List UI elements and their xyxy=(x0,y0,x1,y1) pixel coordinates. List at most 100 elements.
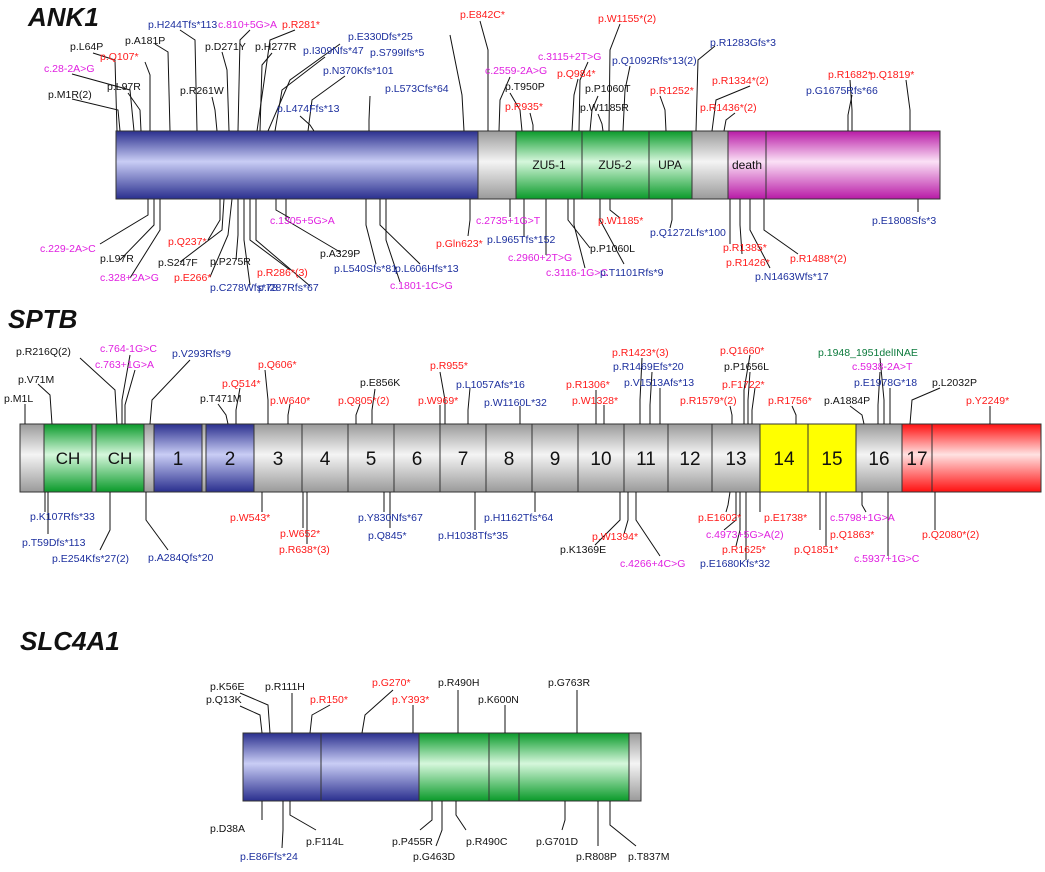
domain-label: 9 xyxy=(550,449,561,470)
mutation-leader xyxy=(121,354,131,424)
mutation-leader xyxy=(479,20,489,131)
mutation-leader xyxy=(124,369,136,424)
mutation-leader xyxy=(847,94,853,131)
mutation-leader xyxy=(274,56,326,132)
mutation-leader xyxy=(739,199,743,255)
mutation-label: p.R1334*(2) xyxy=(712,75,769,87)
mutation-label: p.R935* xyxy=(505,101,543,113)
domain xyxy=(301,423,349,493)
mutation-label: p.R281* xyxy=(282,19,320,31)
mutation-leader xyxy=(235,199,239,261)
mutation-label: p.R808P xyxy=(576,851,617,863)
mutation-label: p.Q1272Lfs*100 xyxy=(650,227,726,239)
mutation-leader xyxy=(435,801,443,847)
mutation-leader xyxy=(267,43,341,132)
mutation-leader xyxy=(743,354,751,424)
mutation-label: p.L573Cfs*64 xyxy=(385,83,449,95)
mutation-leader xyxy=(209,198,233,278)
mutation-leader xyxy=(561,801,566,831)
mutation-label: p.R1682* xyxy=(828,69,872,81)
mutation-leader xyxy=(79,357,118,425)
mutation-leader xyxy=(735,492,741,547)
mutation-leader xyxy=(597,113,604,132)
mutation-leaders xyxy=(239,689,637,849)
mutation-leader xyxy=(439,371,446,424)
mutation-leaders xyxy=(24,354,991,560)
mutation-label: p.E1680Kfs*32 xyxy=(700,558,770,570)
mutation-leader xyxy=(567,199,591,249)
domain-label: CH xyxy=(56,449,81,468)
mutation-label: c.2559-2A>G xyxy=(485,65,547,77)
domain xyxy=(488,732,520,802)
mutation-label: p.D38A xyxy=(210,823,245,835)
mutation-leader xyxy=(281,801,284,849)
mutation-label: p.N1463Wfs*17 xyxy=(755,271,829,283)
mutation-label: p.E1602* xyxy=(698,512,741,524)
domain-label: 7 xyxy=(458,449,469,470)
gene-title: ANK1 xyxy=(27,2,99,32)
mutation-leader xyxy=(179,198,225,263)
mutation-leader xyxy=(498,76,511,132)
mutation-label: p.W969* xyxy=(418,395,458,407)
mutation-leaders xyxy=(99,198,919,287)
mutation-label: p.A329P xyxy=(320,248,360,260)
mutation-label: p.E1808Sfs*3 xyxy=(872,215,936,227)
mutation-label: p.1948_1951delINAE xyxy=(818,347,918,359)
domain-label: 16 xyxy=(868,449,889,470)
mutation-label: p.E856K xyxy=(360,377,400,389)
mutation-label: p.L1057Afs*16 xyxy=(456,379,525,391)
mutation-labels: p.K56Ep.Q13Kp.R111Hp.R150*p.G270*p.Y393*… xyxy=(206,677,669,863)
mutation-leader xyxy=(368,95,371,131)
mutation-label: p.D271Y xyxy=(205,41,246,53)
mutation-leader xyxy=(99,199,149,245)
mutation-label: c.763+1G>A xyxy=(95,359,154,371)
mutation-label: c.2735+1G>T xyxy=(476,215,541,227)
mutation-leader xyxy=(371,388,376,424)
mutation-leader xyxy=(249,199,291,271)
mutation-leader xyxy=(609,199,621,219)
mutation-label: c.4266+4C>G xyxy=(620,558,685,570)
mutation-leader xyxy=(669,199,673,229)
mutation-leader xyxy=(299,115,315,132)
mutation-label: p.K56E xyxy=(210,681,244,693)
mutation-label: p.N370Kfs*101 xyxy=(323,65,394,77)
mutation-leader xyxy=(861,492,867,513)
mutation-leader xyxy=(287,403,291,424)
mutation-leader xyxy=(379,199,421,265)
mutation-label: p.P1060T xyxy=(585,83,631,95)
mutation-label: p.V293Rfs*9 xyxy=(172,348,231,360)
domain xyxy=(43,423,93,493)
mutation-label: p.K107Rfs*33 xyxy=(30,511,95,523)
mutation-label: p.Q845* xyxy=(368,530,407,542)
mutation-label: p.Q1819* xyxy=(870,69,914,81)
mutation-label: p.Q805*(2) xyxy=(338,395,389,407)
mutation-leader xyxy=(509,92,523,132)
mutation-label: p.A1884P xyxy=(824,395,870,407)
mutation-leader xyxy=(599,199,625,265)
domain xyxy=(347,423,395,493)
domain-label: 11 xyxy=(636,449,656,470)
mutation-label: c.28-2A>G xyxy=(44,63,95,75)
mutation-label: p.V1513Afs*13 xyxy=(624,377,694,389)
domain-label: 2 xyxy=(225,449,236,470)
mutation-label: c.3116-1G>C xyxy=(546,267,608,279)
domain-label: 15 xyxy=(821,449,842,470)
domain xyxy=(691,130,729,200)
mutation-leader xyxy=(849,405,865,425)
mutation-label: p.R1579*(2) xyxy=(680,395,737,407)
mutation-label: c.1305+5G>A xyxy=(270,215,335,227)
mutation-label: p.S799Ifs*5 xyxy=(370,47,424,59)
mutation-label: p.W652* xyxy=(280,528,320,540)
domain xyxy=(855,423,903,493)
protein-bar xyxy=(242,732,642,802)
mutation-labels: p.R216Q(2)c.764-1G>Cc.763+1G>Ap.V293Rfs*… xyxy=(4,343,1009,570)
domain-label: 13 xyxy=(725,449,746,470)
mutation-leader xyxy=(285,199,341,253)
mutation-label: c.764-1G>C xyxy=(100,343,157,355)
mutation-label: p.P455R xyxy=(392,836,433,848)
mutation-label: p.W543* xyxy=(230,512,270,524)
mutation-leader xyxy=(659,95,667,132)
domain xyxy=(581,130,650,200)
mutation-label: p.R111H xyxy=(265,681,305,693)
domain-label: 5 xyxy=(366,449,377,470)
